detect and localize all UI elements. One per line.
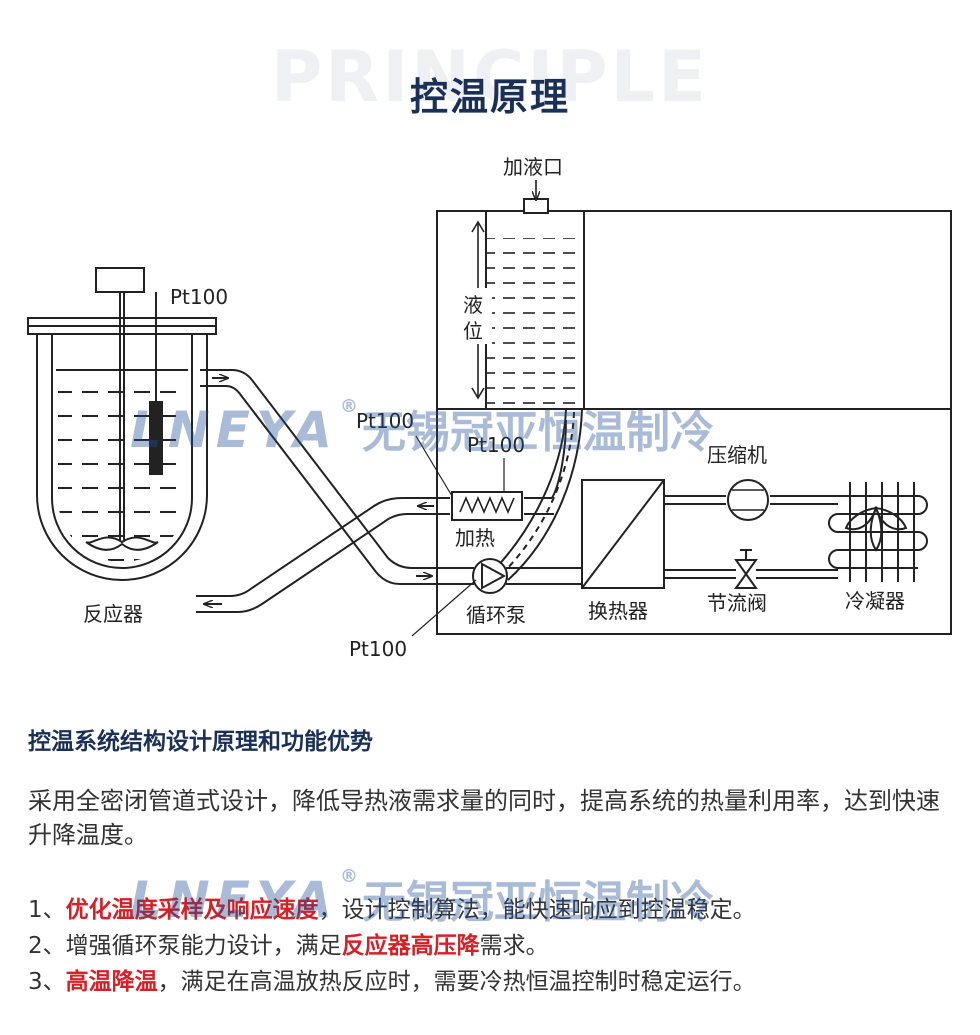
- condenser-label: 冷凝器: [845, 589, 905, 613]
- circulation-pump: [473, 559, 507, 593]
- tank-liquid: [486, 238, 584, 408]
- registered-mark: ®: [340, 396, 358, 417]
- heat-exchanger: [582, 480, 664, 588]
- page-title: 控温原理: [0, 66, 980, 121]
- feature-number: 1、: [28, 897, 66, 923]
- watermark-company-name: 无锡冠亚恒温制冷: [362, 407, 714, 458]
- feature-highlight: 高温降温: [66, 969, 158, 995]
- reactor-motor: [96, 268, 144, 292]
- exchanger-label: 换热器: [588, 599, 648, 623]
- watermark-company-name: 无锡冠亚恒温制冷: [362, 877, 714, 928]
- throttle-valve: [736, 550, 756, 588]
- pt100-return-label: Pt100: [349, 637, 407, 661]
- level-label-1: 液: [463, 293, 483, 317]
- feature-text: 增强循环泵能力设计，满足: [66, 933, 342, 959]
- compressor: [728, 480, 768, 520]
- feature-number: 3、: [28, 969, 66, 995]
- watermark-bottom: LNEYA®无锡冠亚恒温制冷: [130, 866, 714, 930]
- feature-highlight: 反应器高压降: [342, 933, 480, 959]
- fill-port-neck: [524, 199, 548, 213]
- feature-text: 需求。: [480, 933, 549, 959]
- level-label-2: 位: [463, 319, 483, 343]
- pt100-reactor-label: Pt100: [170, 285, 228, 309]
- heater: [452, 458, 522, 520]
- feature-text: ，满足在高温放热反应时，需要冷热恒温控制时稳定运行。: [158, 969, 756, 995]
- registered-mark: ®: [340, 866, 358, 887]
- feature-item-3: 3、高温降温，满足在高温放热反应时，需要冷热恒温控制时稳定运行。: [28, 964, 968, 1000]
- reactor-label: 反应器: [83, 602, 143, 626]
- pump-label: 循环泵: [466, 603, 526, 627]
- feature-number: 2、: [28, 933, 66, 959]
- heater-label: 加热: [455, 526, 495, 550]
- section-heading: 控温系统结构设计原理和功能优势: [28, 722, 373, 756]
- feature-item-2: 2、增强循环泵能力设计，满足反应器高压降需求。: [28, 928, 968, 964]
- compressor-label: 压缩机: [707, 443, 767, 467]
- valve-label: 节流阀: [707, 591, 767, 615]
- intro-paragraph: 采用全密闭管道式设计，降低导热液需求量的同时，提高系统的热量利用率，达到快速升降…: [28, 784, 958, 852]
- watermark-top: LNEYA®无锡冠亚恒温制冷: [130, 396, 714, 460]
- fill-port-label: 加液口: [503, 155, 563, 179]
- watermark-logo-text: LNEYA: [130, 401, 338, 459]
- watermark-logo-text: LNEYA: [130, 871, 338, 929]
- condenser: [829, 482, 927, 582]
